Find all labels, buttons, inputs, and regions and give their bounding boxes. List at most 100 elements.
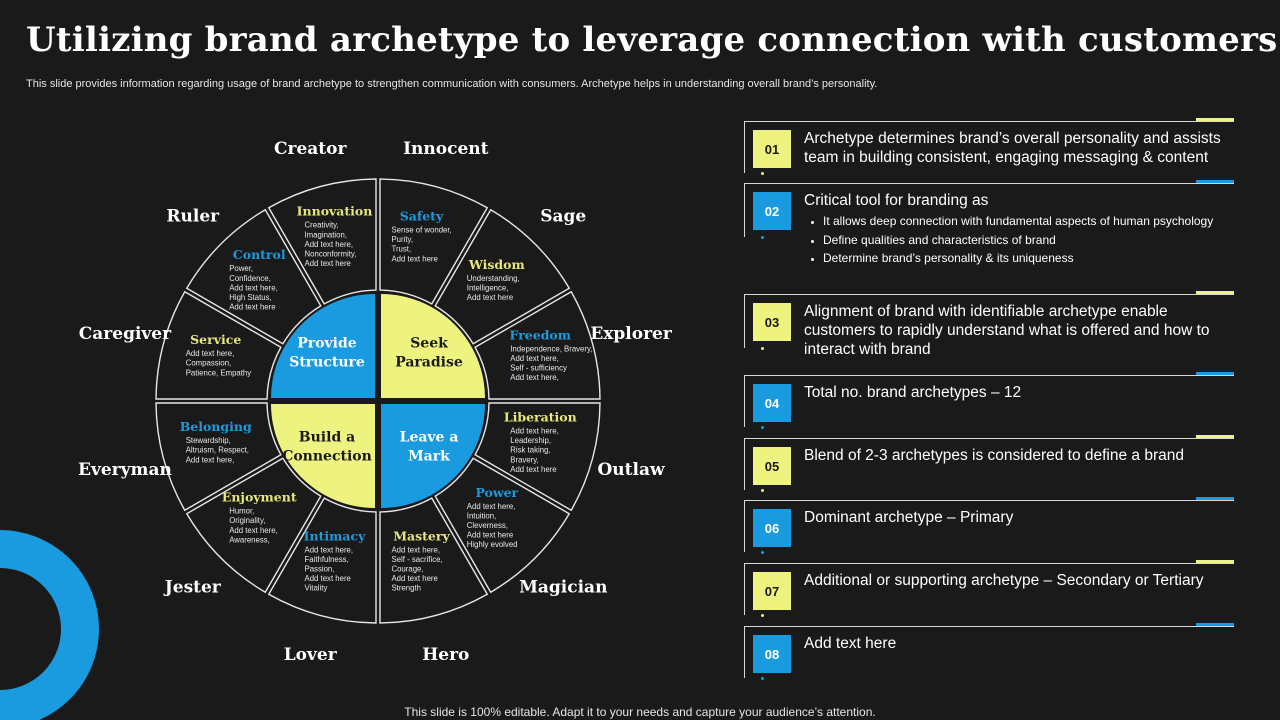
segment-item: Imagination, — [305, 230, 347, 239]
segment-heading: Enjoyment — [222, 490, 297, 505]
archetype-label: Sage — [540, 207, 586, 227]
segment-item: Self - sacrifice, — [391, 555, 442, 564]
segment-item: Faithfulness, — [305, 555, 349, 564]
segment-item: Add text here — [305, 259, 351, 268]
point-number-01: 01 — [753, 130, 791, 168]
archetype-segment — [379, 497, 489, 624]
segment-item: Humor, — [229, 507, 254, 516]
decorative-ring — [0, 530, 99, 720]
segment-item: Intuition, — [467, 511, 496, 520]
core-label: Structure — [289, 355, 365, 371]
archetype-segment — [185, 457, 322, 594]
point-row-04: 04 Total no. brand archetypes – 12 — [744, 372, 1234, 429]
segment-heading: Belonging — [180, 419, 252, 434]
core-label: Build a — [299, 430, 355, 446]
segment-item: Add text here — [229, 303, 275, 312]
segment-item: Altruism, Respect, — [186, 446, 249, 455]
archetype-label: Everyman — [78, 460, 172, 480]
segment-item: Power, — [229, 264, 253, 273]
point-text-05: Blend of 2-3 archetypes is considered to… — [804, 447, 1184, 464]
segment-heading: Intimacy — [304, 528, 366, 543]
segment-item: Add text here — [391, 254, 437, 263]
point-text-08: Add text here — [804, 635, 897, 652]
segment-item: Passion, — [305, 564, 335, 573]
segment-item: Add text here, — [305, 240, 354, 249]
point-number-03: 03 — [753, 303, 791, 341]
archetype-label: Ruler — [166, 207, 220, 227]
archetype-label: Jester — [163, 577, 222, 597]
segment-item: Compassion, — [186, 359, 232, 368]
segment-item: Add text here, — [510, 426, 559, 435]
segment-item: Add text here, — [186, 349, 235, 358]
point-number-06: 06 — [753, 509, 791, 547]
core-quadrant — [381, 404, 485, 508]
segment-item: Self - sufficiency — [510, 364, 567, 373]
core-label: Mark — [408, 449, 450, 465]
segment-heading: Power — [475, 485, 518, 500]
slide-subtitle: This slide provides information regardin… — [26, 78, 878, 90]
segment-item: Add text here — [467, 531, 513, 540]
segment-item: Stewardship, — [186, 436, 231, 445]
archetype-segment — [434, 457, 571, 594]
archetype-segment — [434, 208, 571, 345]
archetype-segment — [267, 497, 377, 624]
segment-item: Awareness, — [229, 535, 270, 544]
row-accent-line — [1196, 497, 1234, 500]
row-accent-line — [1196, 291, 1234, 294]
point-row-03: 03 Alignment of brand with identifiable … — [744, 291, 1234, 358]
segment-item: Nonconformity, — [305, 250, 357, 259]
segment-item: Purity, — [391, 235, 413, 244]
archetype-segment — [155, 290, 282, 400]
core-label: Paradise — [395, 355, 463, 371]
point-text-04: Total no. brand archetypes – 12 — [804, 384, 1022, 401]
archetype-label: Innocent — [403, 139, 489, 159]
segment-heading: Mastery — [393, 528, 450, 543]
segment-item: Confidence, — [229, 274, 271, 283]
point-number-08: 08 — [753, 635, 791, 673]
segment-heading: Safety — [400, 209, 444, 224]
segment-item: Highly evolved — [467, 540, 518, 549]
archetype-segment — [474, 402, 601, 512]
segment-item: Add text here — [305, 574, 351, 583]
segment-item: High Status, — [229, 293, 271, 302]
point-text-03: Alignment of brand with identifiable arc… — [804, 303, 1210, 358]
core-label: Connection — [282, 449, 372, 465]
core-quadrant — [271, 404, 375, 508]
segment-heading: Liberation — [504, 409, 577, 424]
segment-item: Trust, — [391, 245, 411, 254]
archetype-label: Magician — [519, 577, 607, 597]
core-quadrant — [381, 294, 485, 398]
row-accent-line — [1196, 118, 1234, 121]
archetype-label: Lover — [284, 645, 338, 665]
core-quadrant — [271, 294, 375, 398]
segment-heading: Service — [190, 332, 241, 347]
segment-item: Leadership, — [510, 436, 551, 445]
segment-heading: Innovation — [297, 204, 373, 219]
segment-item: Independence, Bravery, — [510, 344, 592, 353]
segment-item: Add text here, — [229, 283, 278, 292]
segment-item: Patience, Empathy — [186, 368, 252, 377]
core-label: Seek — [410, 336, 448, 352]
archetype-segment — [185, 208, 322, 345]
point-number-04: 04 — [753, 384, 791, 422]
archetype-label: Caregiver — [79, 324, 172, 344]
archetype-segment — [155, 402, 282, 512]
segment-item: Originality, — [229, 516, 265, 525]
row-accent-line — [1196, 435, 1234, 438]
archetype-segment — [267, 178, 377, 305]
archetype-label: Hero — [422, 645, 469, 665]
bullet-item: Define qualities and characteristics of … — [823, 232, 1230, 248]
bullet-item: Determine brand’s personality & its uniq… — [823, 250, 1230, 266]
segment-item: Creativity, — [305, 221, 339, 230]
segment-item: Add text here, — [186, 455, 235, 464]
segment-item: Intelligence, — [467, 283, 509, 292]
row-accent-line — [1196, 372, 1234, 375]
point-text-06: Dominant archetype – Primary — [804, 509, 1014, 526]
slide-title: Utilizing brand archetype to leverage co… — [26, 20, 1278, 60]
segment-item: Add text here, — [510, 373, 559, 382]
row-accent-line — [1196, 560, 1234, 563]
segment-item: Risk taking, — [510, 446, 550, 455]
segment-item: Vitality — [305, 584, 328, 593]
segment-item: Add text here, — [229, 526, 278, 535]
segment-item: Add text here, — [467, 502, 516, 511]
